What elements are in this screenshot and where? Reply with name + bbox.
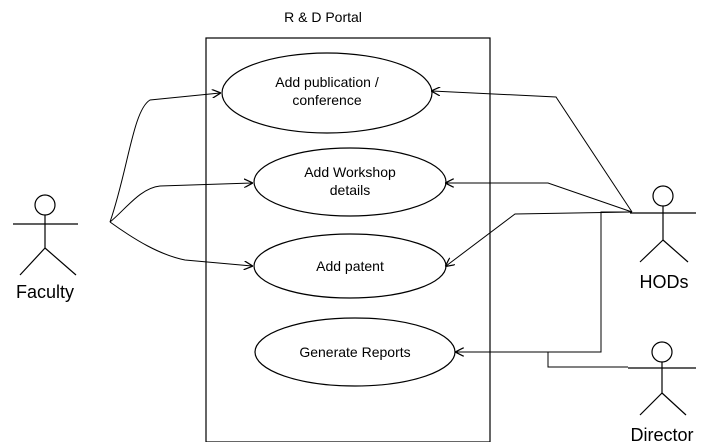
association-hods-workshop [446,183,633,213]
actor-head-icon [651,341,673,363]
use-case-add-patent: Add patent [253,233,447,299]
actor-head-icon [34,194,56,216]
use-case-label-line: Generate Reports [299,344,410,360]
association-faculty-workshop [109,183,252,223]
actor-label-hods: HODs [640,272,689,292]
use-case-add-publication: Add publication / conference [221,52,433,134]
system-boundary [205,37,491,442]
faculty-associations [109,93,252,266]
actor-label-director: Director [630,425,693,442]
use-case-add-workshop: Add Workshop details [253,147,447,217]
actor-label-faculty: Faculty [16,282,74,302]
association-faculty-publication [109,93,220,223]
director-associations [547,352,628,368]
association-director-reports [547,352,628,368]
hods-associations [432,91,633,352]
use-case-label-line: Add Workshop [304,164,396,180]
actor-hods [630,185,696,263]
use-case-label-line: details [330,182,370,198]
use-case-label-line: Add publication / [275,74,379,90]
actor-head-icon [652,185,674,207]
use-case-generate-reports: Generate Reports [254,317,456,387]
association-hods-reports [456,211,632,352]
actor-director [628,341,696,416]
system-title: R & D Portal [284,9,362,25]
use-case-label-line: Add patent [316,258,384,274]
association-hods-patent [446,211,633,266]
association-hods-publication [432,91,633,213]
actor-faculty [13,194,78,276]
use-case-label-line: conference [292,92,361,108]
association-faculty-patent [109,221,252,266]
